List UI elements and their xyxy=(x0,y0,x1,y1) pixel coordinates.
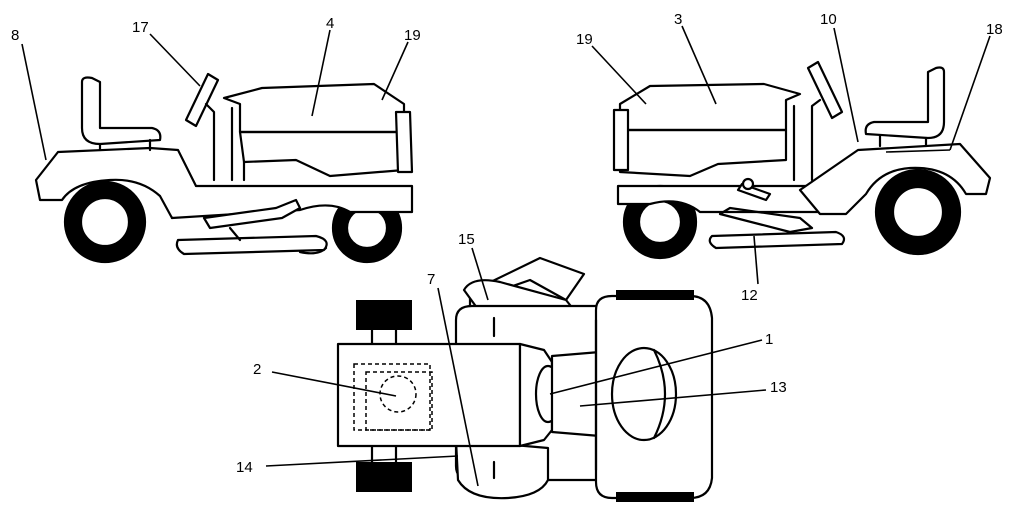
callout-14: 14 xyxy=(236,459,253,476)
leader-lines xyxy=(21,25,991,487)
front-wheel-top-upper xyxy=(356,300,412,330)
seat-left xyxy=(80,76,162,146)
callout-7: 7 xyxy=(427,271,435,288)
callout-19-right: 19 xyxy=(576,31,593,48)
callout-8: 8 xyxy=(11,27,19,44)
callout-13: 13 xyxy=(770,379,787,396)
callout-4: 4 xyxy=(326,15,334,32)
steering-wheel-left xyxy=(184,72,220,128)
callout-1: 1 xyxy=(765,331,773,348)
tractor-left-side-view xyxy=(34,72,414,264)
tractor-right-side-view xyxy=(612,60,992,260)
callout-18: 18 xyxy=(986,21,1003,38)
callout-17: 17 xyxy=(132,19,149,36)
steering-wheel-right xyxy=(806,60,844,120)
mower-deck-left xyxy=(175,234,328,256)
callout-12: 12 xyxy=(741,287,758,304)
callout-labels: 8 17 4 19 19 3 10 18 12 15 7 2 1 13 14 xyxy=(11,11,1003,476)
rear-fender-right xyxy=(798,142,992,216)
seat-right xyxy=(864,66,946,140)
callout-10: 10 xyxy=(820,11,837,28)
mower-deck-right xyxy=(708,230,846,250)
callout-15: 15 xyxy=(458,231,475,248)
callout-19-left: 19 xyxy=(404,27,421,44)
seat-top xyxy=(610,346,678,442)
tractor-top-view xyxy=(336,256,714,502)
callout-2: 2 xyxy=(253,361,261,378)
callout-3: 3 xyxy=(674,11,682,28)
front-wheel-top-lower xyxy=(356,462,412,492)
